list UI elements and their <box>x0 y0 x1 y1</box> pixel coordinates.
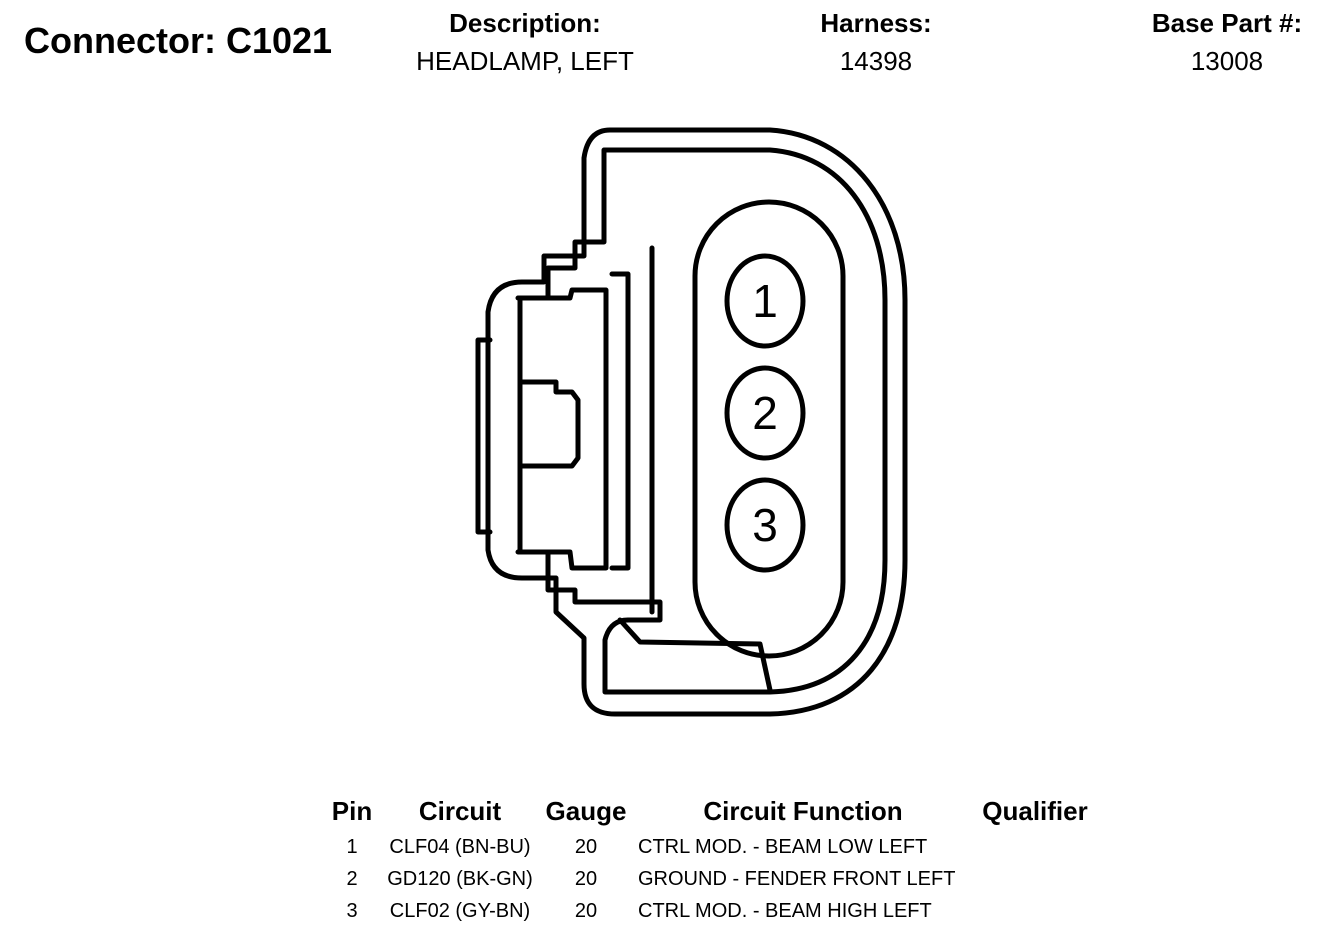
base-part-label: Base Part #: <box>1151 8 1303 38</box>
row-gauge: 20 <box>574 900 598 922</box>
row-gauge: 20 <box>574 868 598 890</box>
row-function: CTRL MOD. - BEAM HIGH LEFT <box>638 900 932 922</box>
latch-key <box>517 379 581 469</box>
pin-table-header: Pin Circuit Gauge Circuit Function Quali… <box>320 796 1120 832</box>
harness-label: Harness: <box>820 8 932 38</box>
row-pin: 2 <box>346 868 358 890</box>
row-circuit: GD120 (BK-GN) <box>387 868 533 890</box>
description-block: Description: HEADLAMP, LEFT <box>400 8 650 76</box>
pin-1-label: 1 <box>752 275 778 327</box>
harness-value: 14398 <box>839 46 913 76</box>
pin-2-label: 2 <box>752 387 778 439</box>
row-pin: 1 <box>346 836 358 858</box>
housing-step <box>617 245 773 693</box>
row-gauge: 20 <box>574 836 598 858</box>
table-row: 1 CLF04 (BN-BU) 20 CTRL MOD. - BEAM LOW … <box>320 832 1120 864</box>
harness-block: Harness: 14398 <box>800 8 952 76</box>
latch-tab <box>515 287 609 571</box>
header-function: Circuit Function <box>703 796 903 826</box>
header-circuit: Circuit <box>418 796 502 826</box>
row-circuit: CLF02 (GY-BN) <box>389 900 531 922</box>
table-row: 2 GD120 (BK-GN) 20 GROUND - FENDER FRONT… <box>320 864 1120 896</box>
locking-latch <box>475 337 493 535</box>
latch-rail <box>609 271 631 571</box>
pin-table: Pin Circuit Gauge Circuit Function Quali… <box>320 796 1120 928</box>
row-pin: 3 <box>346 900 358 922</box>
connector-title: Connector: C1021 <box>24 20 333 61</box>
pin-3-label: 3 <box>752 499 778 551</box>
row-function: GROUND - FENDER FRONT LEFT <box>638 868 956 890</box>
base-part-block: Base Part #: 13008 <box>1140 8 1314 76</box>
pin-1-circle <box>724 253 806 349</box>
pin-cavity <box>692 199 846 659</box>
row-circuit: CLF04 (BN-BU) <box>389 836 531 858</box>
housing-outline <box>485 127 908 717</box>
pin-3-circle <box>724 477 806 573</box>
header-gauge: Gauge <box>545 796 627 826</box>
row-function: CTRL MOD. - BEAM LOW LEFT <box>638 836 928 858</box>
header-pin: Pin <box>331 796 373 826</box>
header-qualifier: Qualifier <box>982 796 1088 826</box>
base-part-value: 13008 <box>1190 46 1264 76</box>
table-row: 3 CLF02 (GY-BN) 20 CTRL MOD. - BEAM HIGH… <box>320 896 1120 928</box>
description-value: HEADLAMP, LEFT <box>416 46 634 76</box>
description-label: Description: <box>449 8 601 38</box>
housing-inner-outline <box>517 147 888 695</box>
pin-2-circle <box>724 365 806 461</box>
